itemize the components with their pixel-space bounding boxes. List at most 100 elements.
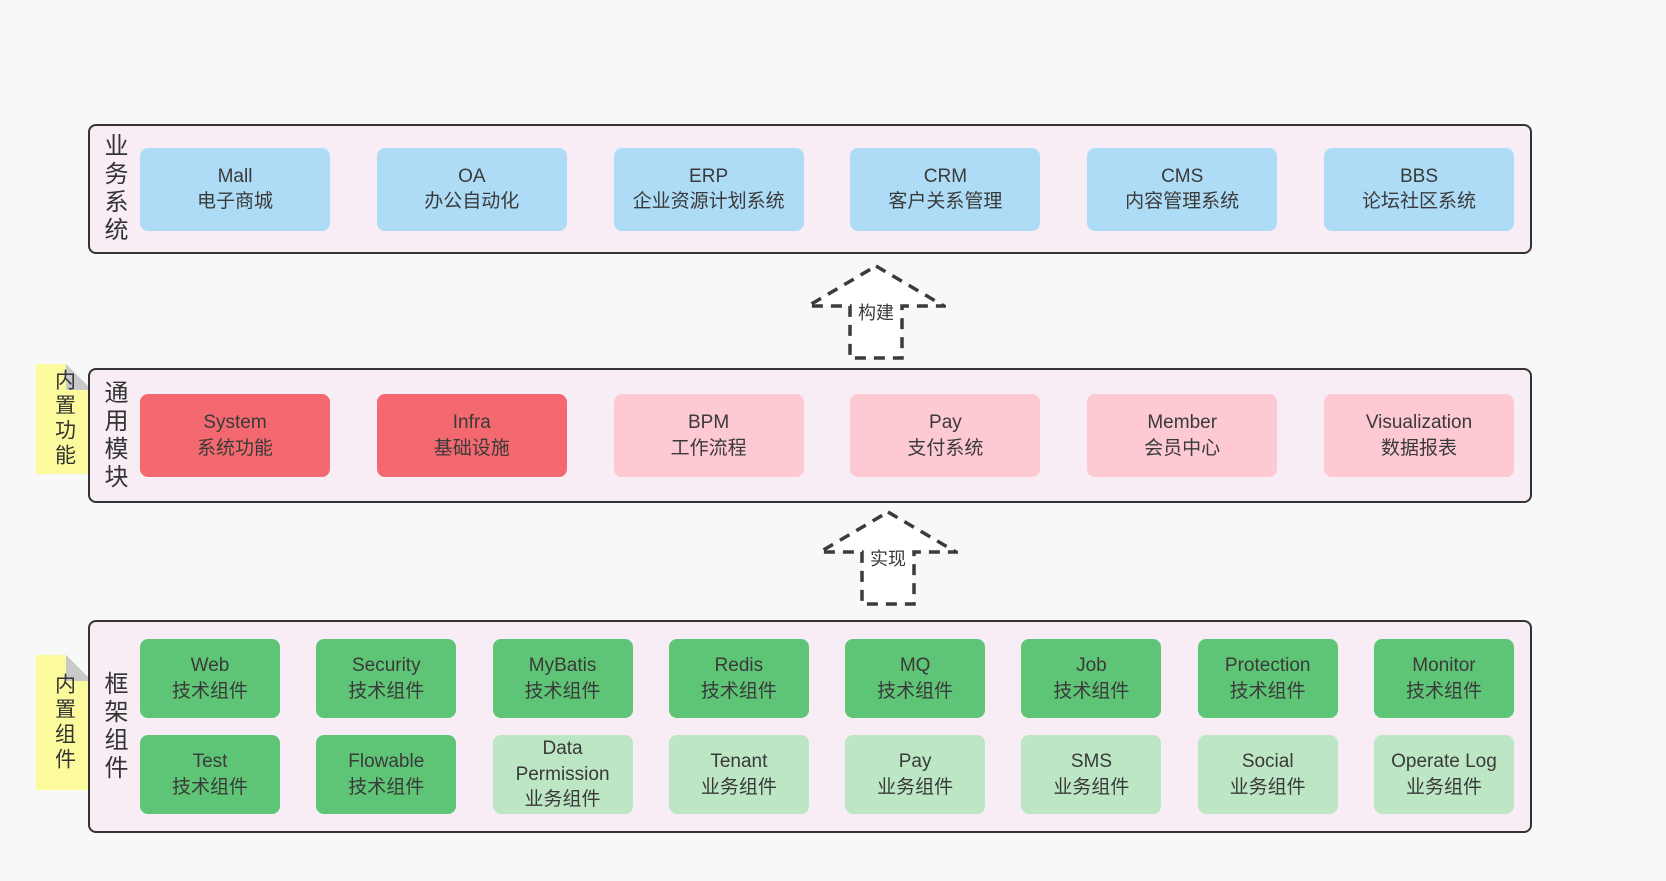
panel-boxes-row: Test 技术组件 Flowable 技术组件 Data Permission … — [140, 735, 1514, 814]
box-name: CRM — [923, 165, 968, 187]
box-infra: Infra 基础设施 — [376, 394, 567, 477]
box-name: Flowable — [348, 751, 425, 773]
panel-boxes-row: Mall 电子商城 OA 办公自动化 ERP 企业资源计划系统 CRM 客户关系… — [136, 126, 1530, 252]
box-name: Mall — [217, 165, 253, 187]
box-name: Web — [190, 655, 230, 677]
box-desc: 工作流程 — [670, 437, 747, 459]
box-monitor: Monitor 技术组件 — [1373, 639, 1514, 718]
box-erp: ERP 企业资源计划系统 — [613, 147, 804, 231]
box-member: Member 会员中心 — [1087, 394, 1278, 477]
box-pay: Pay 支付系统 — [850, 394, 1041, 477]
box-pay-component: Pay 业务组件 — [845, 735, 986, 814]
box-name: Data Permission — [515, 738, 610, 785]
box-desc: 技术组件 — [700, 680, 777, 702]
box-desc: 客户关系管理 — [888, 191, 1003, 212]
box-desc: 技术组件 — [171, 776, 248, 798]
panel-common-modules: 通用模块 System 系统功能 Infra 基础设施 BPM 工作流程 Pay… — [88, 368, 1532, 503]
box-desc: 系统功能 — [196, 437, 273, 459]
sticky-note-built-in-components: 内置组件 — [36, 655, 92, 790]
box-mall: Mall 电子商城 — [140, 147, 330, 231]
box-name: CMS — [1161, 165, 1204, 187]
box-name: Test — [192, 751, 228, 773]
box-desc: 基础设施 — [433, 437, 510, 459]
box-crm: CRM 客户关系管理 — [850, 147, 1041, 231]
box-web: Web 技术组件 — [140, 639, 280, 718]
box-desc: 技术组件 — [1229, 680, 1306, 702]
box-desc: 技术组件 — [171, 680, 248, 702]
box-desc: 企业资源计划系统 — [632, 191, 785, 212]
arrow-label: 构建 — [855, 298, 897, 326]
box-data-permission: Data Permission 业务组件 — [492, 735, 633, 814]
box-name: BPM — [688, 412, 730, 434]
box-name: Pay — [929, 412, 962, 434]
panel-boxes-row: System 系统功能 Infra 基础设施 BPM 工作流程 Pay 支付系统… — [136, 370, 1530, 501]
box-mybatis: MyBatis 技术组件 — [492, 639, 633, 718]
panel-business-systems: 业务系统 Mall 电子商城 OA 办公自动化 ERP 企业资源计划系统 CRM… — [88, 124, 1532, 254]
panel-label: 业务系统 — [100, 133, 127, 245]
box-desc: 支付系统 — [907, 437, 984, 459]
box-desc: 技术组件 — [877, 680, 954, 702]
panel-framework-components: 框架组件 Web 技术组件 Security 技术组件 MyBatis 技术组件… — [88, 620, 1532, 833]
box-name: Redis — [714, 655, 764, 677]
panel-label: 框架组件 — [100, 670, 127, 783]
box-flowable: Flowable 技术组件 — [316, 735, 457, 814]
box-name: BBS — [1399, 165, 1438, 187]
box-test: Test 技术组件 — [140, 735, 280, 814]
box-operate-log: Operate Log 业务组件 — [1373, 735, 1514, 814]
box-desc: 办公自动化 — [424, 191, 520, 212]
box-name: OA — [458, 165, 486, 187]
box-name: Tenant — [710, 751, 768, 773]
box-name: Job — [1076, 655, 1107, 677]
box-name: Social — [1241, 751, 1294, 773]
box-name: Security — [351, 655, 421, 677]
box-desc: 技术组件 — [1053, 680, 1130, 702]
box-desc: 技术组件 — [524, 680, 601, 702]
box-desc: 技术组件 — [1405, 680, 1482, 702]
box-desc: 论坛社区系统 — [1361, 191, 1476, 212]
box-name: Infra — [452, 412, 491, 434]
box-desc: 电子商城 — [196, 191, 273, 212]
arrow-label: 实现 — [867, 544, 909, 572]
panel-label: 通用模块 — [100, 379, 127, 492]
box-name: Member — [1147, 412, 1218, 434]
box-name: Visualization — [1365, 412, 1473, 434]
arrow-build: 构建 — [806, 262, 946, 362]
box-name: Protection — [1224, 655, 1311, 677]
box-desc: 业务组件 — [700, 776, 777, 798]
box-system: System 系统功能 — [140, 394, 330, 477]
box-name: SMS — [1070, 751, 1112, 773]
box-desc: 业务组件 — [877, 776, 954, 798]
box-desc: 业务组件 — [1229, 776, 1306, 798]
sticky-note-label: 内置组件 — [52, 672, 76, 773]
box-oa: OA 办公自动化 — [376, 147, 567, 231]
box-name: ERP — [689, 165, 729, 187]
box-name: Monitor — [1412, 655, 1476, 677]
box-desc: 会员中心 — [1144, 437, 1221, 459]
box-bbs: BBS 论坛社区系统 — [1323, 147, 1514, 231]
box-protection: Protection 技术组件 — [1197, 639, 1338, 718]
box-name: MQ — [899, 655, 931, 677]
arrow-implement: 实现 — [818, 508, 958, 608]
box-desc: 业务组件 — [1405, 776, 1482, 798]
box-name: Pay — [898, 751, 932, 773]
box-desc: 业务组件 — [524, 789, 601, 811]
box-desc: 数据报表 — [1380, 437, 1457, 459]
box-desc: 业务组件 — [1053, 776, 1130, 798]
box-sms: SMS 业务组件 — [1021, 735, 1162, 814]
box-social: Social 业务组件 — [1197, 735, 1338, 814]
sticky-note-built-in-functions: 内置功能 — [36, 364, 92, 474]
box-cms: CMS 内容管理系统 — [1087, 147, 1278, 231]
sticky-note-label: 内置功能 — [52, 369, 76, 469]
box-desc: 技术组件 — [348, 680, 425, 702]
box-name: Operate Log — [1391, 751, 1497, 773]
box-bpm: BPM 工作流程 — [613, 394, 804, 477]
box-mq: MQ 技术组件 — [845, 639, 986, 718]
box-redis: Redis 技术组件 — [668, 639, 809, 718]
panel-boxes-row: Web 技术组件 Security 技术组件 MyBatis 技术组件 Redi… — [140, 639, 1514, 718]
box-tenant: Tenant 业务组件 — [668, 735, 809, 814]
box-name: System — [203, 412, 267, 434]
box-job: Job 技术组件 — [1021, 639, 1162, 718]
box-visualization: Visualization 数据报表 — [1323, 394, 1514, 477]
panel-boxes-grid: Web 技术组件 Security 技术组件 MyBatis 技术组件 Redi… — [136, 622, 1530, 831]
